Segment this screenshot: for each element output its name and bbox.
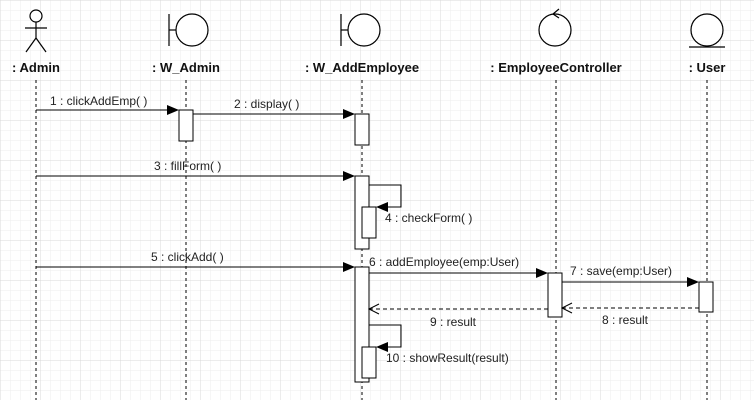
message-5[interactable]	[36, 262, 355, 272]
message-label-10: 10 : showResult(result)	[386, 351, 509, 365]
control-icon[interactable]	[538, 8, 572, 47]
activation-bar-self-checkform[interactable]	[361, 206, 377, 239]
activation-bar-w-admin[interactable]	[178, 109, 194, 142]
message-7[interactable]	[562, 277, 699, 287]
message-6[interactable]	[369, 268, 548, 278]
message-label-2: 2 : display( )	[234, 97, 299, 111]
message-label-6: 6 : addEmployee(emp:User)	[369, 255, 519, 269]
message-label-5: 5 : clickAdd( )	[151, 250, 224, 264]
message-4[interactable]	[369, 184, 402, 212]
message-2[interactable]	[193, 109, 355, 119]
message-1[interactable]	[36, 105, 179, 115]
lifeline-label-w-addemployee: : W_AddEmployee	[305, 60, 419, 75]
activation-bar-w-addemployee-1[interactable]	[354, 113, 370, 146]
actor-icon[interactable]	[25, 9, 47, 53]
message-10[interactable]	[369, 324, 402, 352]
message-8[interactable]	[560, 302, 699, 314]
activation-bar-self-showresult[interactable]	[361, 346, 377, 379]
lifeline-label-admin: : Admin	[12, 60, 60, 75]
message-label-3: 3 : fillForm( )	[154, 159, 221, 173]
message-9[interactable]	[367, 303, 548, 315]
lifeline-label-employeecontroller: : EmployeeController	[490, 60, 621, 75]
activation-bar-user[interactable]	[698, 281, 714, 313]
entity-icon[interactable]	[689, 13, 725, 48]
lifeline-label-w-admin: : W_Admin	[152, 60, 220, 75]
message-label-9: 9 : result	[430, 315, 477, 329]
message-label-7: 7 : save(emp:User)	[570, 264, 672, 278]
activation-bar-employeecontroller[interactable]	[547, 272, 563, 318]
message-label-8: 8 : result	[602, 313, 649, 327]
message-3[interactable]	[36, 171, 355, 181]
boundary-icon[interactable]	[340, 13, 381, 47]
lifeline-label-user: : User	[689, 60, 726, 75]
message-label-1: 1 : clickAddEmp( )	[50, 94, 147, 108]
message-label-4: 4 : checkForm( )	[385, 211, 472, 225]
boundary-icon[interactable]	[168, 13, 209, 47]
